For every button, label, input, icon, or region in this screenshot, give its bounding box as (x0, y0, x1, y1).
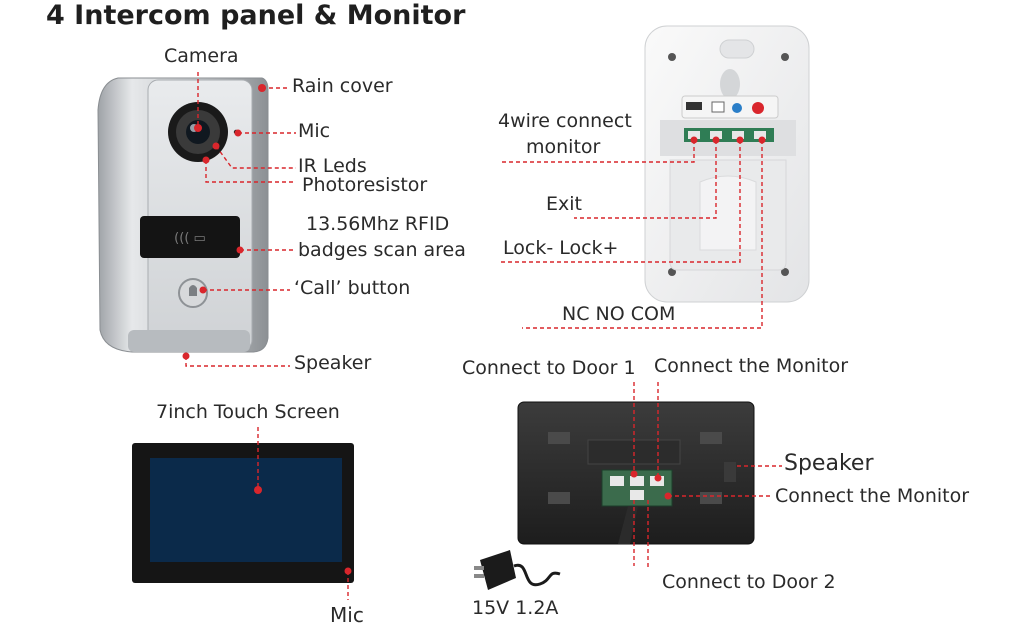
camera-label: Camera (164, 45, 239, 67)
page-title: 4 Intercom panel & Monitor (46, 0, 466, 31)
lock-label: Lock- Lock+ (503, 237, 619, 259)
connect-door2-label: Connect to Door 2 (662, 571, 836, 593)
screen-mic-label: Mic (330, 603, 364, 627)
ir-leds-label: IR Leds (298, 155, 367, 177)
rfid-label-line1: 13.56Mhz RFID (306, 213, 450, 235)
nc-no-com-label: NC NO COM (562, 303, 676, 325)
doorbell-callout-dots (182, 84, 266, 360)
monitor-callouts (633, 382, 782, 570)
connect-monitor-top-label: Connect the Monitor (654, 355, 849, 377)
monitor-speaker-label: Speaker (784, 451, 874, 476)
screen-title: 7inch Touch Screen (156, 401, 340, 423)
backplate-callout-dots (690, 136, 766, 144)
back-plate (644, 25, 810, 303)
rain-cover-label: Rain cover (292, 75, 393, 97)
doorbell-panel: ((( ▭ (97, 77, 269, 353)
speaker-label: Speaker (294, 352, 372, 374)
exit-label: Exit (546, 193, 582, 215)
wire-label-line1: 4wire connect (498, 110, 632, 132)
terminal-block (684, 128, 774, 142)
connect-monitor-right-label: Connect the Monitor (775, 485, 970, 507)
rfid-area (140, 216, 240, 258)
connect-door1-label: Connect to Door 1 (462, 357, 636, 379)
photoresistor-label: Photoresistor (302, 174, 428, 196)
svg-text:((( ▭: ((( ▭ (174, 231, 206, 246)
touch-screen (132, 443, 354, 583)
call-button-label: ‘Call’ button (294, 277, 411, 299)
backplate-callouts (500, 140, 763, 329)
rfid-label-line2: badges scan area (298, 239, 466, 261)
wire-label-line2: monitor (526, 136, 601, 158)
power-label: 15V 1.2A (472, 597, 559, 619)
power-adapter-icon (474, 550, 561, 590)
screen-callouts (257, 427, 349, 600)
mic-label: Mic (298, 120, 331, 142)
